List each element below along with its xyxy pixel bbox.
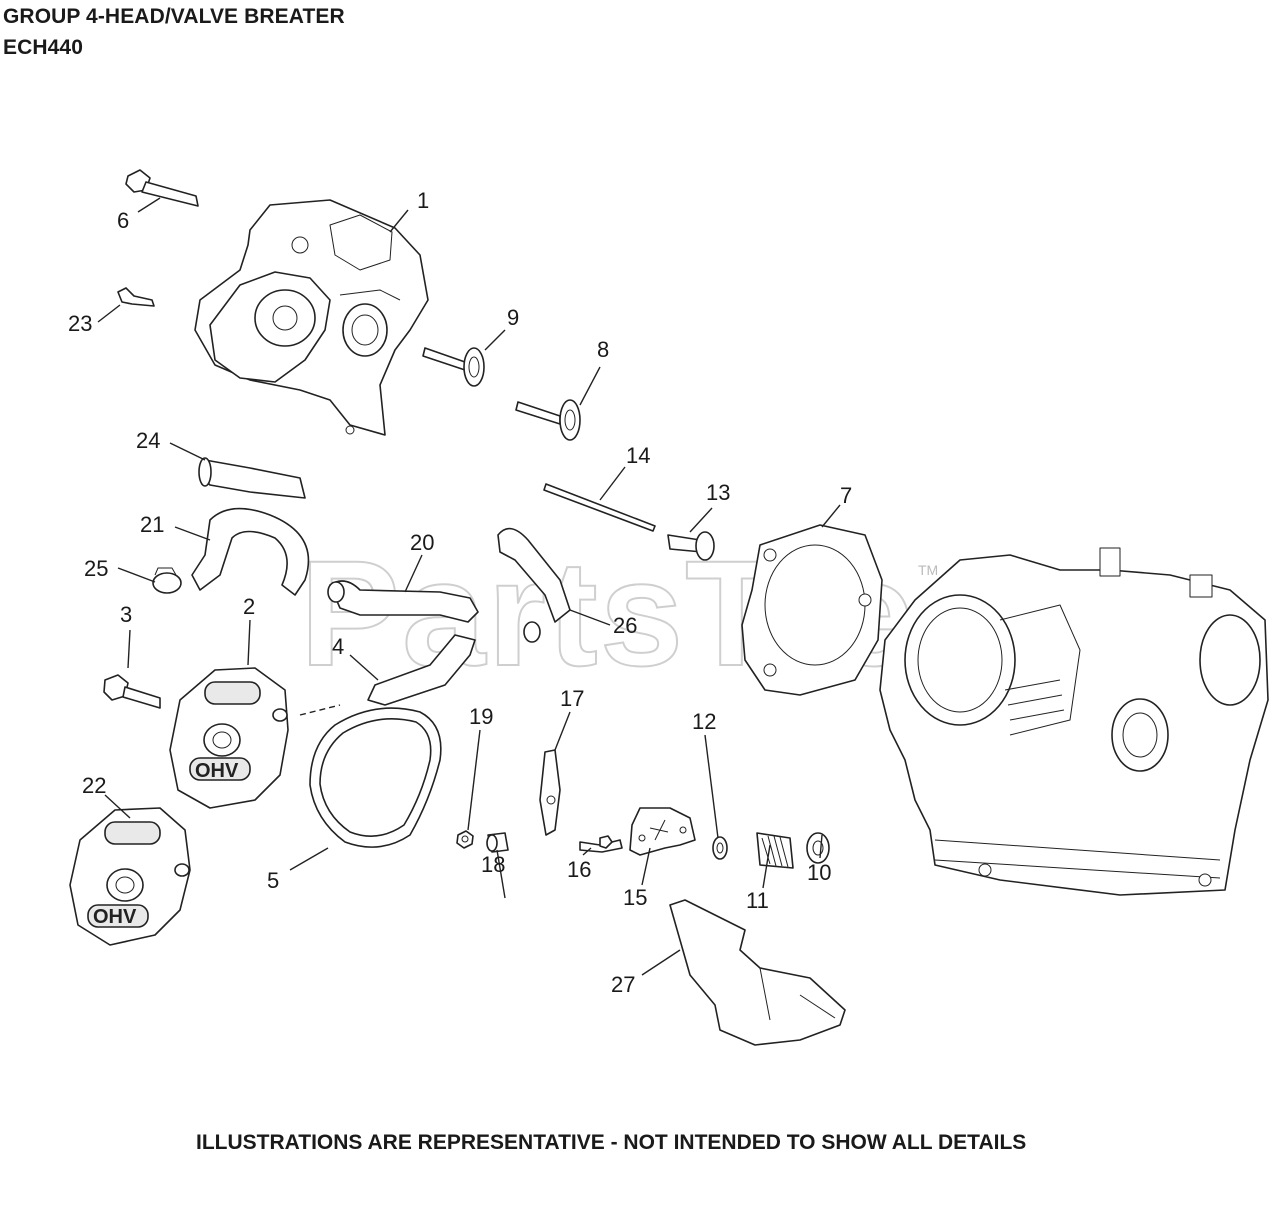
callout-19: 19: [469, 704, 493, 729]
part-20-breather-hose: [327, 580, 479, 623]
model-number: ECH440: [3, 36, 83, 59]
part-22-valve-cover: OHV: [69, 807, 191, 946]
part-16-rocker-stud: [579, 835, 623, 853]
part-24-breather-tube: [198, 457, 306, 499]
callout-16: 16: [567, 857, 591, 882]
disclaimer-note: ILLUSTRATIONS ARE REPRESENTATIVE - NOT I…: [196, 1131, 1027, 1154]
callout-21: 21: [140, 512, 164, 537]
callout-17: 17: [560, 686, 584, 711]
part-17-rocker-arm: [539, 749, 561, 836]
part-19-nut: [456, 830, 474, 849]
leader-lines: [97, 197, 841, 976]
part-12-spring-retainer: [712, 836, 728, 860]
callout-3: 3: [120, 602, 132, 627]
callout-22: 22: [82, 773, 106, 798]
part-3-bolt: [103, 674, 161, 709]
callouts: 1 2 3 4 5 6 7 8 9 10 11 12 13 14 15 16 1…: [68, 188, 852, 997]
callout-10: 10: [807, 860, 831, 885]
part-2-valve-cover: OHV: [169, 667, 289, 809]
part-7-head-gasket: [741, 524, 883, 696]
callout-8: 8: [597, 337, 609, 362]
callout-20: 20: [410, 530, 434, 555]
callout-7: 7: [840, 483, 852, 508]
part-10-valve-seal: [806, 832, 830, 864]
part-1-cylinder-head: [194, 199, 429, 436]
part-6-bolt: [125, 169, 199, 207]
callout-6: 6: [117, 208, 129, 233]
part-26-hose: [497, 527, 571, 643]
callout-14: 14: [626, 443, 650, 468]
part-5-valve-cover-gasket: [309, 707, 442, 848]
callout-9: 9: [507, 305, 519, 330]
watermark-trademark: TM: [918, 562, 938, 578]
part-4-hose: [367, 634, 476, 706]
callout-2: 2: [243, 594, 255, 619]
part-22-marking: OHV: [93, 906, 137, 928]
callout-26: 26: [613, 613, 637, 638]
part-11-valve-spring: [756, 832, 794, 869]
part-18-spacer: [486, 832, 509, 853]
callout-5: 5: [267, 868, 279, 893]
part-21-hose: [191, 507, 310, 596]
part-25-hose-clamp: [152, 567, 182, 594]
callout-12: 12: [692, 709, 716, 734]
callout-24: 24: [136, 428, 160, 453]
callout-18: 18: [481, 852, 505, 877]
part-9-valve: [422, 347, 485, 387]
callout-11: 11: [746, 888, 769, 913]
callout-13: 13: [706, 480, 730, 505]
callout-15: 15: [623, 885, 647, 910]
part-8-valve: [515, 399, 581, 441]
part-15-guide-plate: [629, 807, 696, 856]
part-2-marking: OHV: [195, 760, 239, 782]
part-23-stud: [117, 287, 155, 307]
part-13-tappet: [667, 531, 715, 561]
callout-23: 23: [68, 311, 92, 336]
part-27-baffle: [669, 899, 846, 1046]
diagram-title: GROUP 4-HEAD/VALVE BREATER: [3, 5, 345, 28]
callout-1: 1: [417, 188, 429, 213]
callout-27: 27: [611, 972, 635, 997]
callout-25: 25: [84, 556, 108, 581]
crankcase: [879, 547, 1269, 896]
callout-4: 4: [332, 634, 344, 659]
part-14-push-rod: [543, 483, 656, 532]
